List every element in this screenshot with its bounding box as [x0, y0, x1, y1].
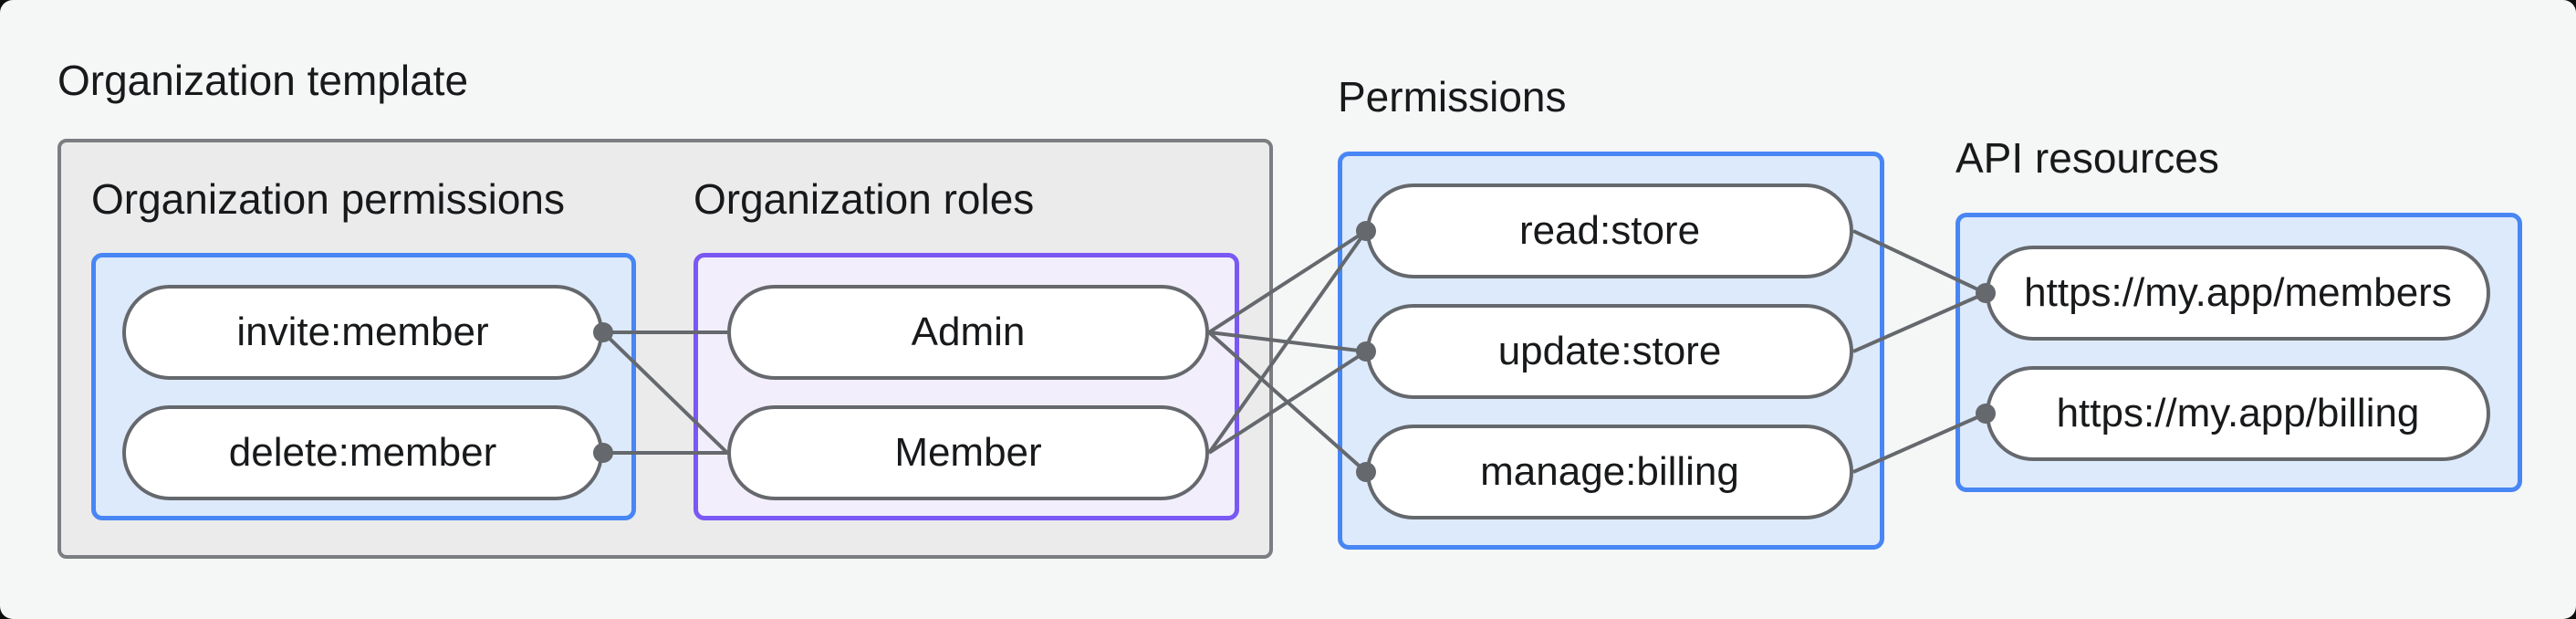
api-resources-heading: API resources: [1955, 134, 2219, 182]
node-delete-member: delete:member: [122, 405, 603, 500]
org-roles-heading: Organization roles: [694, 175, 1035, 223]
permissions-heading: Permissions: [1338, 73, 1567, 121]
node-admin-role: Admin: [727, 285, 1209, 380]
node-api-billing-url: https://my.app/billing: [1986, 366, 2490, 461]
node-manage-billing: manage:billing: [1366, 425, 1853, 519]
node-update-store: update:store: [1366, 304, 1853, 399]
org-permissions-heading: Organization permissions: [91, 175, 566, 223]
node-invite-member: invite:member: [122, 285, 603, 380]
node-api-members-url: https://my.app/members: [1986, 246, 2490, 341]
diagram-title: Organization template: [57, 57, 469, 104]
node-read-store: read:store: [1366, 184, 1853, 278]
node-member-role: Member: [727, 405, 1209, 500]
